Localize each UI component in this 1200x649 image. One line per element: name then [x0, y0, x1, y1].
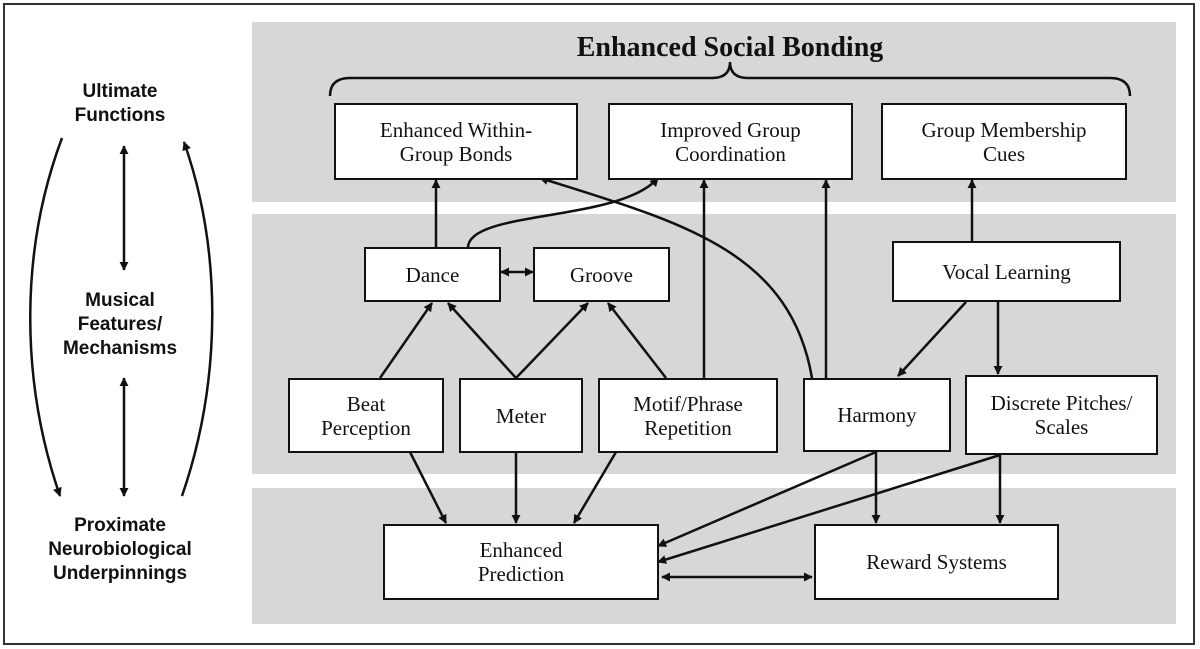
arrow-meter-to-groove	[515, 302, 589, 379]
arrow-beat-to-dance	[378, 302, 434, 379]
box-reward-systems: Reward Systems	[814, 524, 1059, 600]
outer-frame	[3, 3, 1195, 645]
title-brace	[328, 61, 1132, 97]
arrow-discrete-to-prediction	[657, 453, 1001, 564]
arrow-underpinnings-to-functions	[180, 141, 214, 497]
diagram-title: Enhanced Social Bonding	[576, 32, 884, 63]
arrow-vocal-to-harmony	[897, 301, 967, 377]
box-vocal-learning: Vocal Learning	[892, 241, 1121, 302]
arrow-beat-to-prediction	[408, 451, 448, 524]
box-group-coordination: Improved Group Coordination	[608, 103, 853, 180]
arrow-meter-to-dance	[447, 302, 517, 379]
box-groove: Groove	[533, 247, 670, 302]
arrow-motif-to-groove	[607, 302, 667, 379]
box-meter: Meter	[459, 378, 583, 453]
box-beat-perception: Beat Perception	[288, 378, 444, 453]
box-harmony: Harmony	[803, 378, 951, 452]
label-proximate-underpinnings: Proximate Neurobiological Underpinnings	[48, 515, 192, 584]
arrow-functions-to-underpinnings	[29, 137, 64, 497]
box-group-membership-cues: Group Membership Cues	[881, 103, 1127, 180]
box-motif-phrase-repetition: Motif/Phrase Repetition	[598, 378, 778, 453]
arrow-motif-to-prediction	[572, 451, 618, 524]
box-enhanced-prediction: Enhanced Prediction	[383, 524, 659, 600]
arrow-harmony-to-prediction	[657, 450, 877, 548]
label-musical-features: Musical Features/ Mechanisms	[62, 290, 178, 359]
arrow-harmony-to-within-group	[539, 176, 814, 379]
arrow-dance-to-coordination	[466, 177, 659, 248]
box-dance: Dance	[364, 247, 501, 302]
label-ultimate-functions: Ultimate Functions	[74, 81, 166, 126]
box-within-group-bonds: Enhanced Within- Group Bonds	[334, 103, 578, 180]
box-discrete-pitches-scales: Discrete Pitches/ Scales	[965, 375, 1158, 455]
